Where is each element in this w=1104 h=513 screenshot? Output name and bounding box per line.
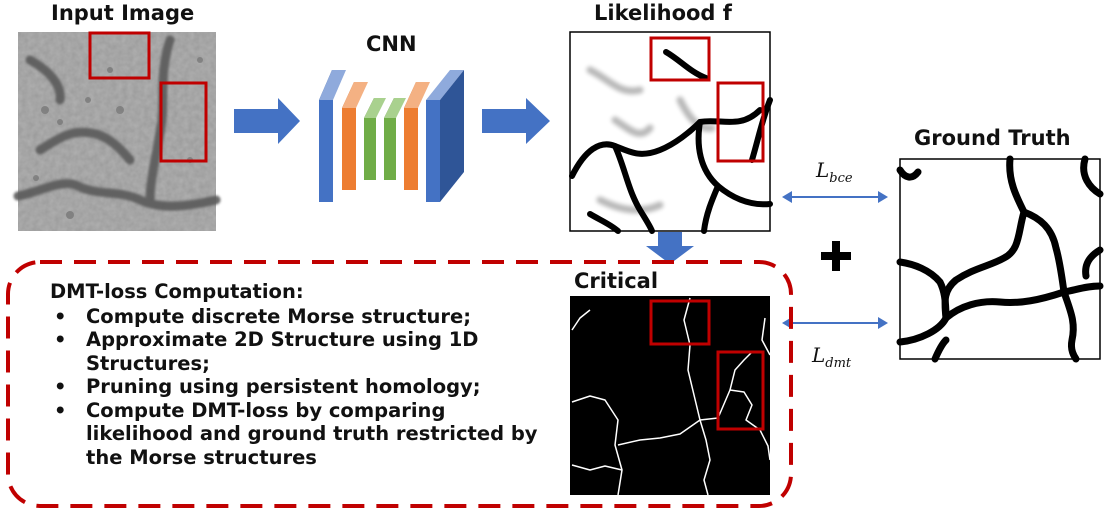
plus-icon xyxy=(821,241,851,271)
input-image-title: Input Image xyxy=(51,1,195,25)
arrow-input-to-cnn xyxy=(234,98,300,144)
dmt-bullet-list: Compute discrete Morse structure; Approx… xyxy=(50,305,550,470)
cnn-icon xyxy=(319,70,464,202)
dmt-description: DMT-loss Computation: Compute discrete M… xyxy=(50,280,550,469)
bce-double-arrow xyxy=(782,191,888,203)
critical-highlight-box-1 xyxy=(649,299,711,346)
likelihood-highlight-box-1 xyxy=(649,36,711,82)
cnn-title: CNN xyxy=(366,32,417,56)
dmt-box-border xyxy=(6,260,793,508)
critical-highlight-box-2 xyxy=(716,350,765,431)
ground-truth-title: Ground Truth xyxy=(912,128,1073,150)
dmt-bullet-item: Compute DMT-loss by comparing likelihood… xyxy=(50,399,550,470)
critical-structure-map xyxy=(570,296,771,496)
input-image xyxy=(13,31,221,231)
likelihood-title: Likelihood f xyxy=(594,1,732,25)
arrow-cnn-to-likelihood xyxy=(482,98,550,144)
dmt-bullet-item: Pruning using persistent homology; xyxy=(50,375,550,399)
likelihood-map xyxy=(569,31,773,234)
dmt-bullet-item: Approximate 2D Structure using 1D Struct… xyxy=(50,328,550,375)
ground-truth-map xyxy=(896,155,1104,363)
input-highlight-box-1 xyxy=(88,31,151,80)
arrow-likelihood-to-critical xyxy=(646,232,694,264)
dmt-loss-label: Ldmt xyxy=(812,343,852,371)
dmt-heading: DMT-loss Computation: xyxy=(50,280,304,303)
input-highlight-box-2 xyxy=(159,81,208,163)
dmt-double-arrow xyxy=(782,317,888,329)
likelihood-highlight-box-2 xyxy=(716,81,765,163)
critical-title: Critical xyxy=(574,269,659,293)
dmt-bullet-item: Compute discrete Morse structure; xyxy=(50,305,550,329)
bce-loss-label: Lbce xyxy=(816,158,853,186)
